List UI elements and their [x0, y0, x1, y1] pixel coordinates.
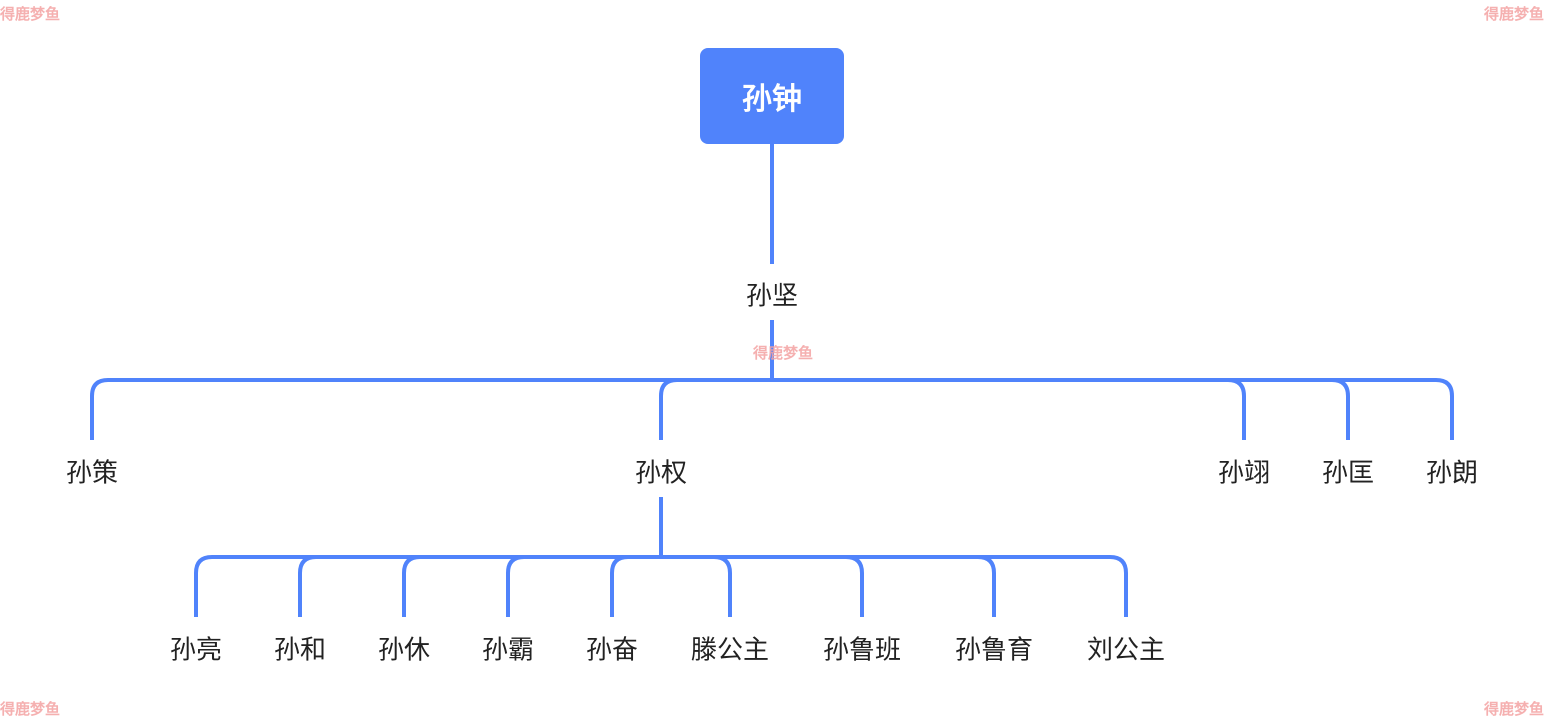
node-grandchild-3: 孙霸 — [481, 635, 535, 666]
connector-grandchild-6 — [661, 555, 864, 617]
node-grandchild-5: 滕公主 — [690, 635, 770, 666]
connector-grandchild-4 — [610, 555, 661, 617]
connector-grandchild-3 — [506, 555, 661, 617]
node-grandchild-8: 刘公主 — [1086, 635, 1166, 666]
root-node-label: 孙钟 — [742, 82, 802, 117]
node-child-4: 孙朗 — [1425, 458, 1479, 489]
node-grandchild-0: 孙亮 — [169, 635, 223, 666]
connector-grandchild-5 — [661, 555, 732, 617]
connector-child-3 — [772, 378, 1350, 440]
connector-grandchild-7 — [661, 555, 996, 617]
connector-grandchild-0 — [194, 555, 661, 617]
node-level1: 孙坚 — [745, 281, 799, 312]
root-node-box: 孙钟 — [700, 48, 844, 144]
node-child-2: 孙翊 — [1217, 458, 1271, 489]
connector-grandchild-1 — [298, 555, 661, 617]
connector-child-4 — [772, 378, 1454, 440]
watermark-bottom-right: 得鹿梦鱼 — [1484, 700, 1544, 718]
connector-child-0 — [90, 378, 772, 440]
connector-child-2 — [772, 378, 1246, 440]
watermark-top-left: 得鹿梦鱼 — [0, 5, 61, 23]
connector-grandchild-2 — [402, 555, 661, 617]
node-child-0: 孙策 — [65, 458, 119, 489]
node-grandchild-4: 孙奋 — [585, 635, 639, 666]
node-grandchild-7: 孙鲁育 — [954, 635, 1034, 666]
connector-child-1 — [659, 378, 772, 440]
watermark-bottom-left: 得鹿梦鱼 — [0, 700, 61, 718]
connector-grandchild-8 — [661, 555, 1128, 617]
node-grandchild-2: 孙休 — [377, 635, 431, 666]
node-child-3: 孙匡 — [1321, 458, 1375, 489]
node-grandchild-6: 孙鲁班 — [822, 635, 902, 666]
node-grandchild-1: 孙和 — [273, 635, 327, 666]
watermark-center: 得鹿梦鱼 — [753, 344, 814, 362]
watermark-top-right: 得鹿梦鱼 — [1484, 5, 1544, 23]
node-child-1: 孙权 — [634, 458, 688, 489]
